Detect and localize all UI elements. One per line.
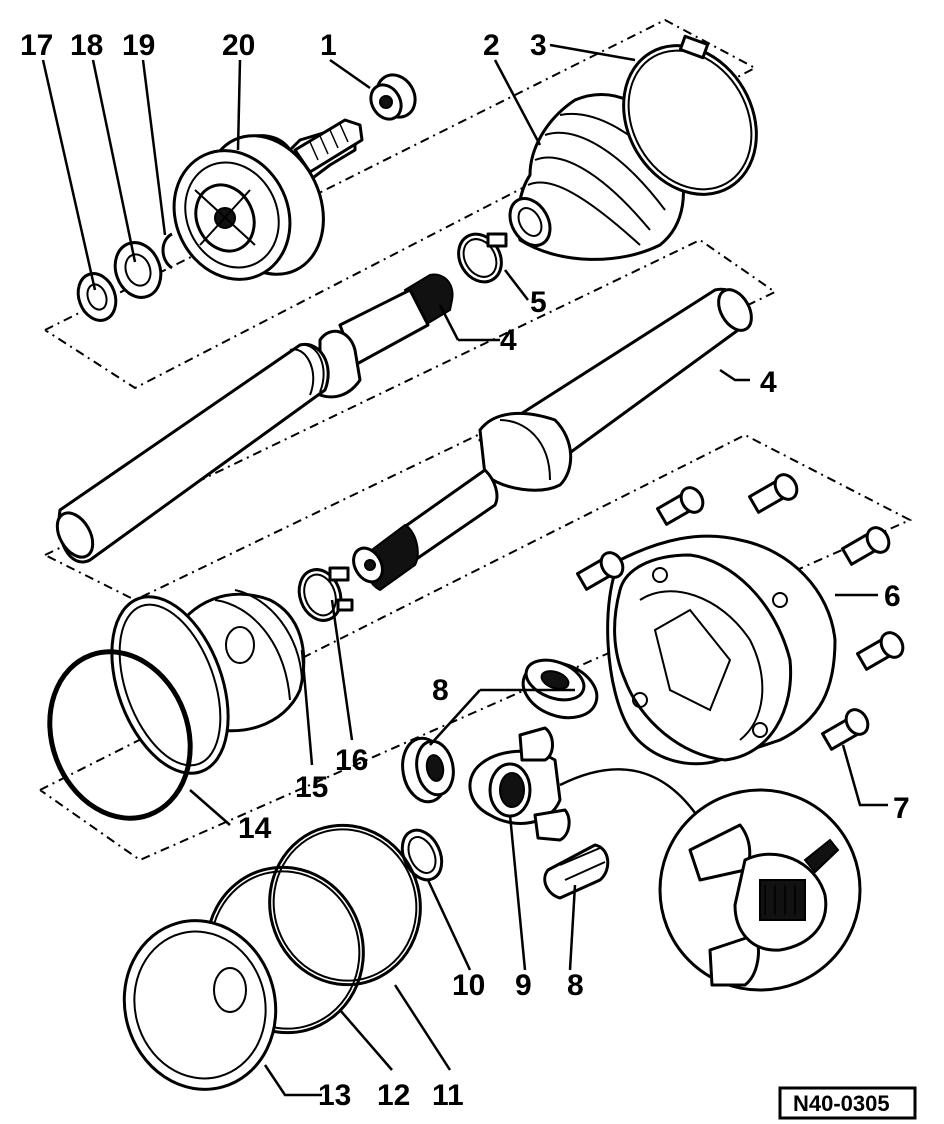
bolt: [748, 473, 799, 514]
leader-lines: [41, 43, 888, 1097]
part-6-flange-housing: [606, 534, 837, 766]
label-7: 7: [893, 792, 910, 825]
label-19: 19: [122, 29, 155, 62]
part-3-large-clamp: [622, 34, 758, 196]
part-11-o-ring: [268, 823, 422, 987]
detail-view-tripod: [559, 768, 862, 992]
part-17-washer: [76, 272, 118, 322]
label-18: 18: [70, 29, 103, 62]
part-16-clamp: [297, 566, 354, 622]
label-3: 3: [530, 29, 547, 62]
assembly-outline-lower: [39, 433, 913, 862]
part-4-shaft-lower: [352, 287, 753, 592]
part-5-small-clamp: [457, 232, 508, 284]
label-14: 14: [238, 812, 272, 845]
label-2: 2: [483, 29, 500, 62]
part-9-tripod-spider: [468, 726, 571, 842]
label-8-upper: 8: [432, 674, 449, 707]
label-16: 16: [335, 744, 368, 777]
callout-labels: 17 18 19 20 1 2 3 4 5 4 6 7 8 16 15 14 1…: [20, 29, 910, 1112]
part-10-circlip: [400, 828, 444, 882]
label-17: 17: [20, 29, 53, 62]
label-13: 13: [318, 1079, 351, 1112]
part-13-cover: [122, 919, 278, 1091]
part-18-disc-spring: [113, 241, 163, 299]
label-12: 12: [377, 1079, 410, 1112]
part-7-bolts: [576, 473, 905, 751]
part-4-shaft-upper: [55, 273, 454, 564]
bolt: [656, 486, 705, 526]
part-1-nut: [369, 73, 417, 121]
label-5: 5: [530, 286, 547, 319]
bolt: [821, 708, 870, 751]
figure-code-box: N40-0305: [778, 1086, 917, 1120]
label-10: 10: [452, 969, 485, 1002]
label-4-upper: 4: [500, 324, 517, 357]
bolt: [576, 551, 625, 591]
label-15: 15: [295, 771, 328, 804]
label-8-lower: 8: [567, 969, 584, 1002]
label-6: 6: [884, 580, 901, 613]
part-20-outer-cv-joint: [172, 118, 364, 281]
label-9: 9: [515, 969, 532, 1002]
assembly-outline-middle: [44, 238, 777, 602]
label-11: 11: [432, 1079, 464, 1112]
label-1: 1: [320, 29, 337, 62]
bolt: [841, 526, 891, 566]
part-19-circlip: [161, 232, 173, 270]
label-4-lower: 4: [760, 366, 777, 399]
assembly-outline-upper: [44, 18, 758, 390]
bolt: [856, 631, 905, 671]
part-8-roller-lower: [543, 843, 610, 900]
part-14-seal-ring: [47, 595, 230, 821]
part-8-roller-left: [401, 736, 455, 804]
figure-code: N40-0305: [793, 1091, 890, 1116]
label-20: 20: [222, 29, 255, 62]
